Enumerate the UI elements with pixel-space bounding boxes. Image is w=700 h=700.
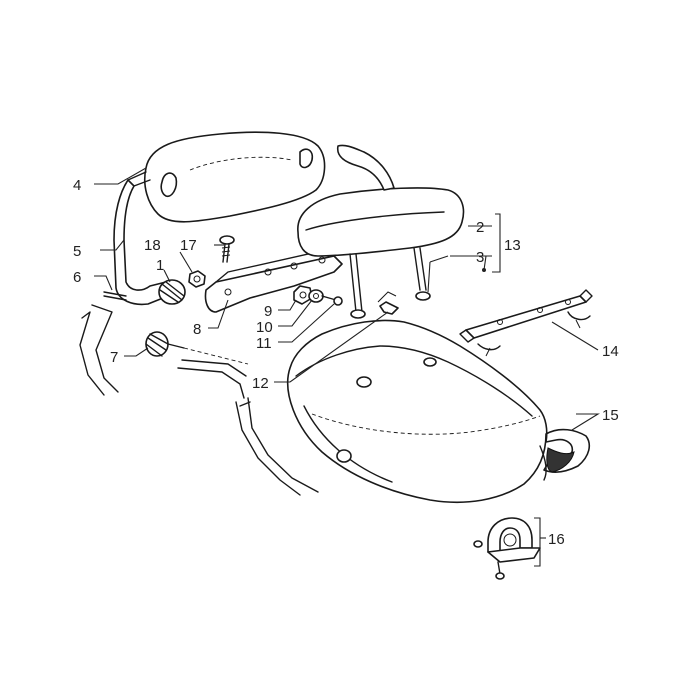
- callout-8: 8: [193, 321, 201, 338]
- bracket-plate-icon: [204, 249, 343, 313]
- callout-18: 18: [144, 237, 161, 254]
- callout-14: 14: [602, 343, 619, 360]
- backrest-pad-icon: [143, 131, 326, 223]
- callout-15: 15: [602, 407, 619, 424]
- callout-6: 6: [73, 269, 81, 286]
- screw-icon: [219, 235, 235, 263]
- callout-3: 3: [476, 249, 484, 266]
- seat-lock-bracket-icon: [473, 517, 541, 580]
- saddle-seat-icon: [286, 319, 591, 504]
- nut-icon: [188, 270, 206, 288]
- passenger-headrest-icon: [297, 187, 465, 257]
- pin-icon: [103, 291, 127, 301]
- callout-5: 5: [73, 243, 81, 260]
- washer-icon: [308, 289, 324, 303]
- callout-10: 10: [256, 319, 273, 336]
- leader-dot: [482, 268, 486, 272]
- lock-hook-icon: [377, 291, 399, 315]
- callout-16: 16: [548, 531, 565, 548]
- callout-13: 13: [504, 237, 521, 254]
- body-panel-left: [79, 304, 319, 496]
- leader-lines: [94, 167, 600, 567]
- callout-17: 17: [180, 237, 197, 254]
- callout-11: 11: [256, 335, 272, 352]
- adjuster-knob-icon: [158, 279, 186, 305]
- seat-hinge-rail-icon: [459, 289, 593, 357]
- callout-12: 12: [252, 375, 269, 392]
- headrest-posts-icon: [349, 247, 431, 319]
- lock-cylinder-icon: [145, 331, 249, 365]
- callout-4: 4: [73, 177, 81, 194]
- callout-9: 9: [264, 303, 272, 320]
- callout-2: 2: [476, 219, 484, 236]
- callout-7: 7: [110, 349, 118, 366]
- grab-handle-icon: [336, 144, 395, 191]
- bolt-icon: [321, 295, 343, 306]
- callout-1: 1: [156, 257, 164, 274]
